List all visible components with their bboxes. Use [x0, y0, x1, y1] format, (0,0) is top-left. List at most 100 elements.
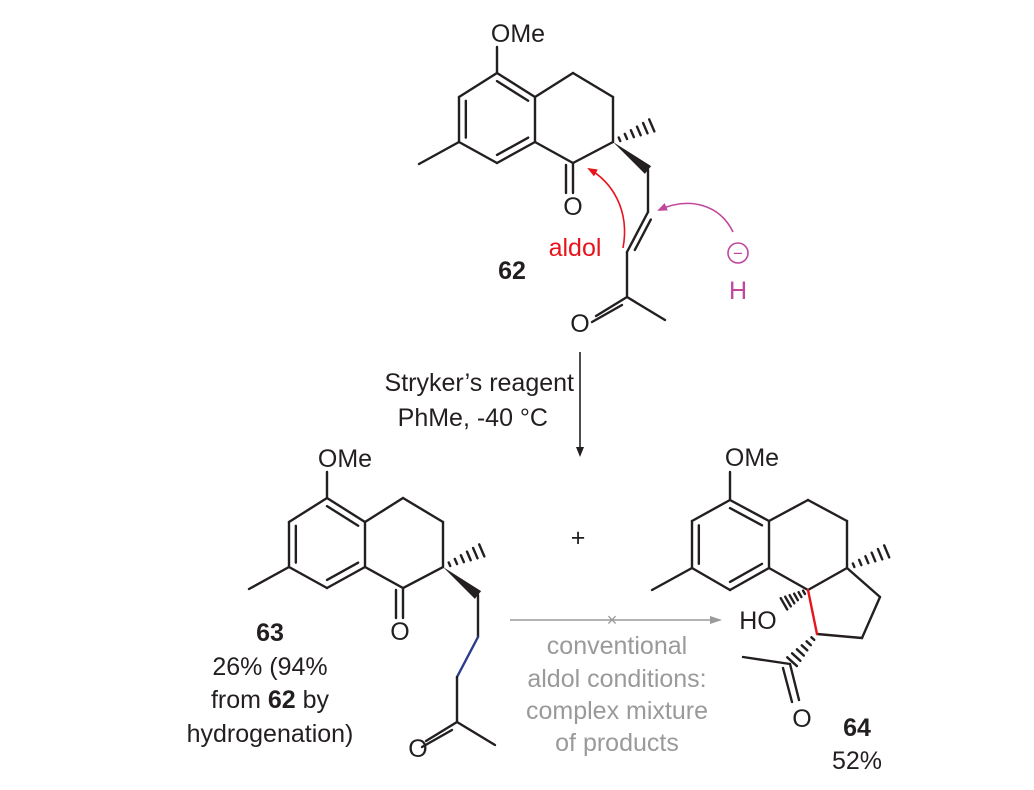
- failed-line3: complex mixture: [526, 697, 708, 725]
- aldol-arrow: [587, 168, 626, 249]
- failed-line1: conventional: [547, 632, 687, 660]
- bond: [533, 71, 575, 99]
- failed-line4: of products: [555, 729, 679, 757]
- yield-63-text: from: [211, 686, 268, 714]
- hashed-bond: [783, 595, 793, 608]
- reduced-bond: [455, 635, 480, 679]
- bond: [767, 498, 810, 523]
- bond: [571, 140, 615, 165]
- ketone-o-64: O: [792, 705, 811, 733]
- hashed-bond: [477, 543, 486, 558]
- bond: [690, 566, 732, 592]
- hashed-bond: [641, 121, 649, 135]
- bond: [845, 566, 882, 599]
- ome-label-62: OMe: [491, 20, 545, 48]
- double-bond-inner: [495, 79, 530, 102]
- hashed-bond: [870, 551, 877, 563]
- ketone-o-63: O: [408, 735, 427, 763]
- methyl-bond: [741, 655, 792, 666]
- hashed-bond: [786, 656, 799, 668]
- bond: [690, 498, 732, 523]
- reagent-label: Stryker’s reagent: [385, 369, 574, 397]
- failed-mark: ×: [607, 610, 618, 630]
- bond: [533, 140, 575, 165]
- methyl-bond: [650, 566, 694, 592]
- hashed-bond: [647, 118, 656, 133]
- bond: [457, 140, 499, 165]
- bond: [401, 565, 445, 590]
- hashed-bond: [623, 132, 629, 141]
- hashed-bond: [882, 544, 891, 559]
- ome-label-64: OMe: [725, 444, 779, 472]
- yield-63-line3: hydrogenation): [187, 720, 354, 748]
- hashed-bond: [471, 546, 479, 560]
- bond: [625, 210, 650, 254]
- bond: [806, 498, 849, 523]
- bond: [457, 71, 499, 99]
- bond: [401, 496, 445, 524]
- hashed-bond: [857, 558, 863, 567]
- ketone-bond: [590, 303, 624, 324]
- bond: [325, 565, 367, 590]
- bond: [806, 566, 849, 592]
- ketone-o-62: O: [570, 310, 589, 338]
- new-cc-bond: [806, 588, 819, 636]
- bond: [495, 140, 537, 165]
- yield-63-line2: from 62 by: [211, 686, 330, 714]
- methyl-bond: [455, 720, 497, 747]
- bond: [728, 566, 771, 592]
- compound-ref-62: 62: [268, 686, 296, 714]
- double-bond-inner: [495, 136, 530, 157]
- hashed-bond: [797, 590, 803, 599]
- failed-line2: aldol conditions:: [527, 665, 706, 693]
- hashed-bond: [465, 550, 472, 562]
- double-bond-inner: [325, 561, 360, 582]
- hashed-bond: [810, 636, 816, 642]
- double-bond-inner: [728, 506, 764, 527]
- hashed-bond: [629, 129, 636, 139]
- ketone-bond: [594, 295, 629, 318]
- hashed-bond: [635, 125, 642, 137]
- bond: [495, 71, 537, 99]
- bond: [287, 496, 329, 524]
- bond: [815, 632, 864, 640]
- bond: [767, 566, 810, 592]
- ketone-bond: [788, 662, 801, 702]
- hashed-bond: [801, 589, 807, 596]
- aldol-label: aldol: [549, 234, 602, 262]
- double-bond-inner: [633, 218, 652, 252]
- yield-63-text: by: [296, 686, 330, 714]
- hashed-bond: [805, 640, 813, 647]
- ketone-bond: [781, 666, 794, 704]
- methyl-bond: [417, 140, 461, 166]
- wedge-bond: [443, 567, 482, 599]
- hydride-attack-arrow: [657, 202, 734, 233]
- ome-label-63: OMe: [318, 445, 372, 473]
- hashed-bond: [617, 136, 622, 143]
- bond: [325, 496, 367, 524]
- bond-layer: [247, 45, 891, 749]
- yield-64: 52%: [832, 747, 882, 775]
- hashed-bond: [851, 562, 856, 569]
- compound-number-64: 64: [843, 714, 871, 742]
- bond: [287, 565, 329, 590]
- hashed-bond: [453, 557, 459, 566]
- negative-charge-circle: [727, 242, 749, 264]
- hashed-bond: [795, 648, 806, 657]
- hashed-bond: [864, 555, 870, 565]
- compound-number-62: 62: [498, 257, 526, 285]
- hashed-bond: [790, 652, 802, 663]
- hashed-bond: [876, 547, 884, 561]
- yield-63-line1: 26% (94%: [212, 653, 327, 681]
- hydride-label: H: [729, 277, 747, 305]
- conditions-label: PhMe, -40 °C: [398, 404, 548, 432]
- bond: [363, 565, 405, 590]
- carbonyl-o-62: O: [563, 193, 582, 221]
- double-bond-inner: [325, 504, 360, 527]
- double-bond-inner: [728, 562, 764, 584]
- compound-number-63: 63: [256, 619, 284, 647]
- methyl-bond: [625, 295, 667, 322]
- hashed-bond: [447, 561, 452, 568]
